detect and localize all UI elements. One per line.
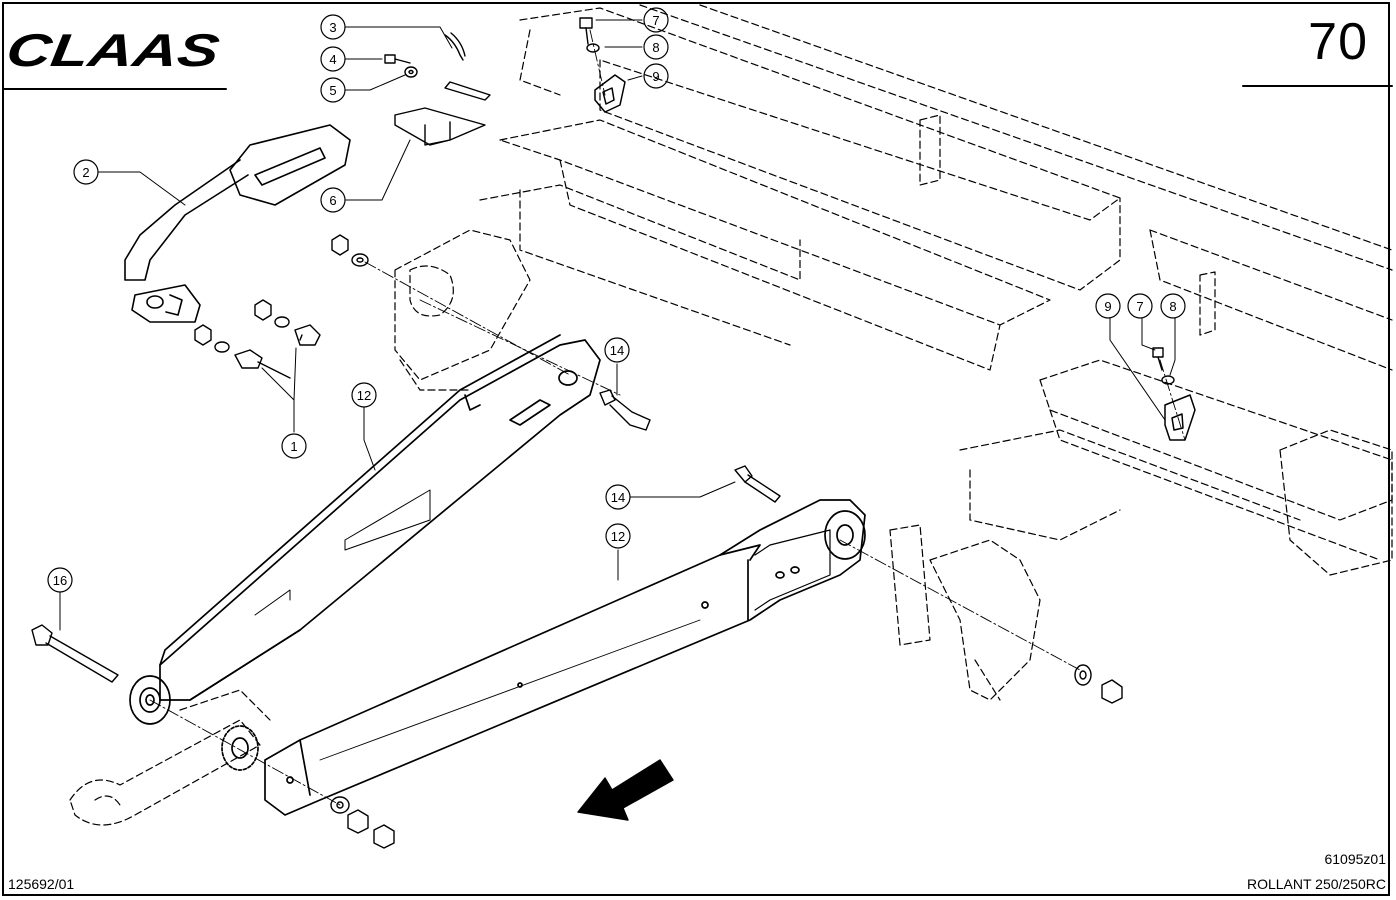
part-3-6-pin-plate [394,32,491,146]
drawing-id: 61095z01 [1324,851,1386,867]
model-name: ROLLANT 250/250RC [1246,876,1386,892]
callout-label: 1 [290,439,297,454]
logo-text: CLAAS [3,24,222,76]
part-2-handle-lever [124,124,351,323]
callout-label: 6 [329,193,336,208]
callout-label: 14 [610,343,624,358]
claas-logo: CLAAS [3,24,222,76]
page-number: 70 [1308,13,1368,71]
callout-label: 8 [652,40,659,55]
callout-label: 7 [652,13,659,28]
direction-arrow-icon [577,759,674,821]
callout-label: 5 [329,83,336,98]
callout-label: 12 [611,529,625,544]
small-hardware [31,17,1175,849]
doc-number: 125692/01 [8,876,75,892]
callout-label: 12 [357,388,371,403]
part-12-upper-arm [129,334,601,725]
callout-label: 7 [1136,299,1143,314]
callout-label: 14 [611,490,625,505]
callout-circles [47,7,1186,593]
part-12-lower-arm [221,499,866,816]
callout-label: 4 [329,52,336,67]
assembly-centerlines [149,29,1186,806]
callout-label: 8 [1169,299,1176,314]
callout-leaders [59,19,1176,631]
callout-label: 16 [53,573,67,588]
callout-label: 9 [652,69,659,84]
machine-frame-dashed [69,4,1393,826]
part-9-brackets [594,74,1196,441]
callout-label: 3 [329,20,336,35]
callout-label: 2 [82,165,89,180]
callout-labels: 3 4 5 6 2 7 8 9 9 7 8 12 12 14 14 16 1 [53,13,1177,588]
callout-label: 9 [1104,299,1111,314]
